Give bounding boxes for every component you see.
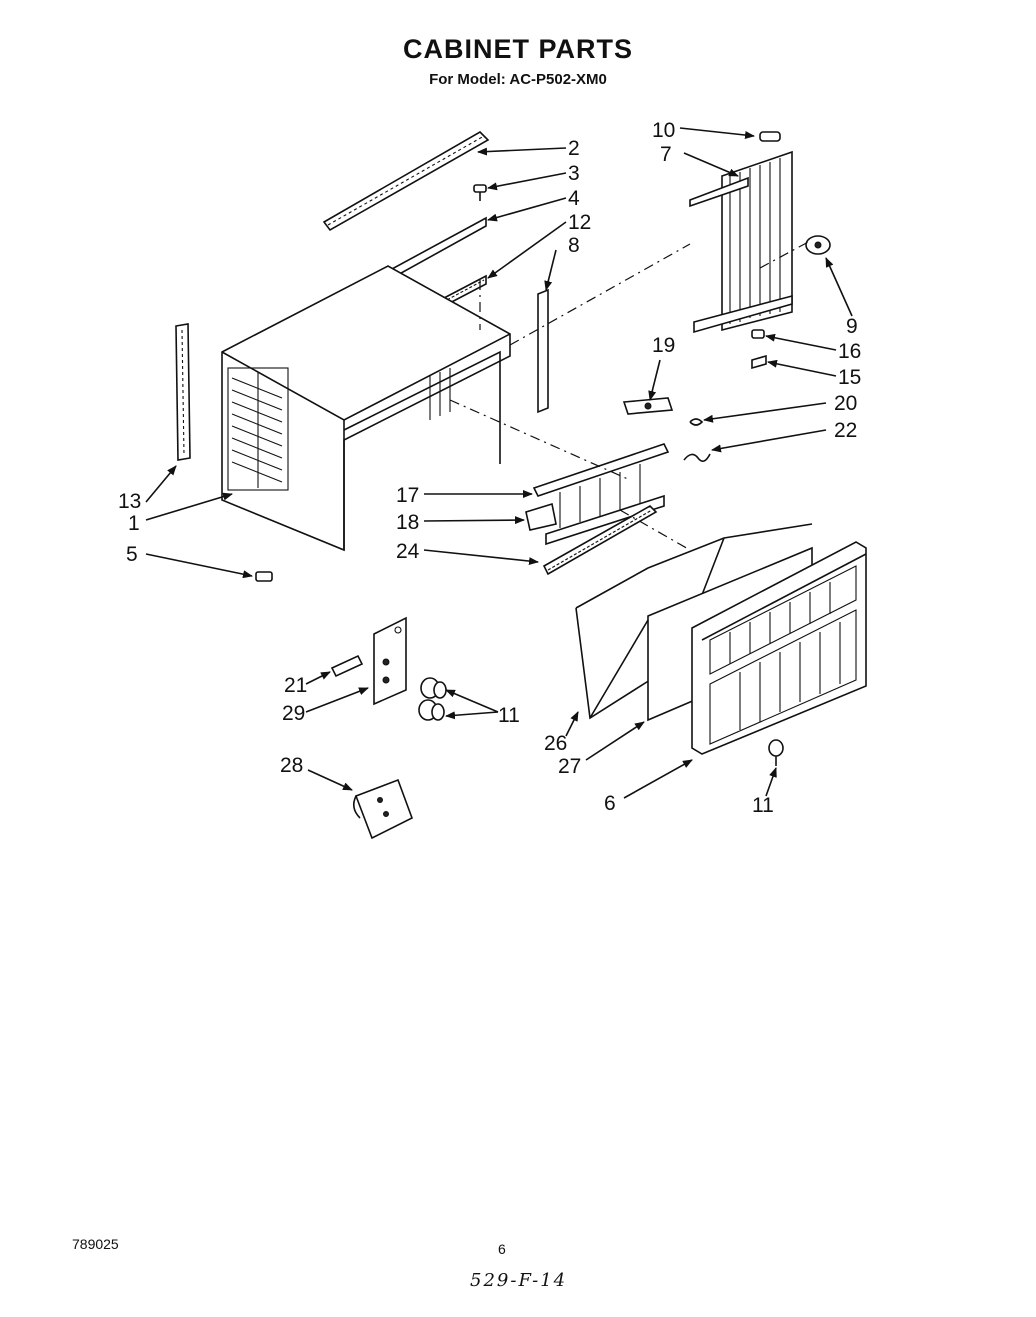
part-22-spring-clip — [683, 453, 711, 462]
part-11-panel-screw — [768, 739, 784, 766]
callout-19: 19 — [652, 334, 675, 357]
part-11-knobs — [418, 677, 447, 721]
part-18-deflector — [525, 502, 557, 531]
part-15-clip — [751, 354, 767, 370]
callout-10: 10 — [652, 119, 675, 142]
callout-11-knobs: 11 — [498, 704, 520, 727]
part-19-bracket — [622, 397, 674, 415]
callout-3: 3 — [568, 162, 580, 185]
callout-20: 20 — [834, 392, 857, 415]
callout-22: 22 — [834, 419, 857, 442]
part-29-mounting-plate — [373, 616, 407, 706]
part-1-cabinet — [221, 265, 511, 552]
part-10-screw — [759, 131, 781, 142]
callout-17: 17 — [396, 484, 419, 507]
callout-1: 1 — [128, 512, 140, 535]
model-subtitle: For Model: AC-P502-XM0 — [429, 71, 607, 88]
callout-6: 6 — [604, 792, 616, 815]
part-17-louver-assembly — [532, 443, 670, 546]
part-20-clip — [689, 418, 704, 426]
callout-12: 12 — [568, 211, 591, 234]
part-3-screw — [473, 184, 487, 201]
leader-lines — [145, 127, 853, 799]
callout-21: 21 — [284, 674, 307, 697]
callout-24: 24 — [396, 540, 420, 563]
part-28-bracket — [352, 778, 413, 840]
part-9-knob — [805, 235, 831, 255]
callout-2: 2 — [568, 137, 580, 160]
callout-4: 4 — [568, 187, 580, 210]
callout-27: 27 — [558, 755, 581, 778]
page-title: CABINET PARTS — [402, 34, 633, 64]
part-13-side-seal — [175, 323, 191, 461]
callout-8: 8 — [568, 234, 580, 257]
callout-15: 15 — [838, 366, 861, 389]
callout-29: 29 — [282, 702, 305, 725]
callout-16: 16 — [838, 340, 861, 363]
part-2-top-seal-strip — [322, 131, 490, 232]
page-number: 6 — [498, 1241, 506, 1257]
document-code: 789025 — [72, 1236, 119, 1252]
part-5-screw — [255, 571, 273, 582]
part-16-screw — [751, 329, 765, 339]
callout-5: 5 — [126, 543, 138, 566]
callout-18: 18 — [396, 511, 419, 534]
callout-9: 9 — [846, 315, 858, 338]
part-21-pin — [330, 654, 364, 678]
part-24-foam-strip — [542, 505, 658, 576]
assembly-lines — [449, 239, 813, 551]
callout-28: 28 — [280, 754, 303, 777]
callout-labels: 2 3 4 12 8 10 7 9 16 15 19 20 22 17 18 2… — [118, 119, 861, 817]
part-7-rear-grille — [689, 150, 793, 334]
part-8-vertical-strip — [537, 288, 549, 414]
callout-7: 7 — [660, 143, 672, 166]
callout-13: 13 — [118, 490, 141, 513]
part-6-front-panel — [691, 541, 867, 755]
callout-26: 26 — [544, 732, 567, 755]
handwritten-note: 529-F-14 — [470, 1270, 568, 1291]
callout-11-screw: 11 — [752, 794, 774, 817]
